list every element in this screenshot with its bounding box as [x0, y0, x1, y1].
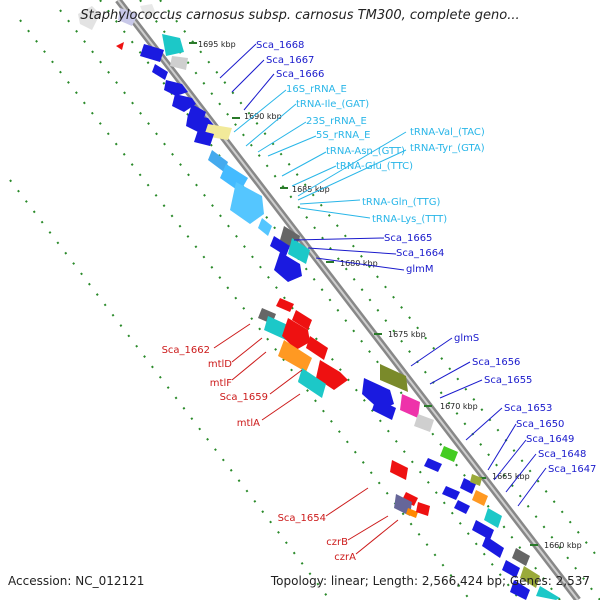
tick-label: 1670 kbp	[440, 402, 478, 411]
gene-label: Sca_1668	[256, 40, 304, 51]
gene-label: mtlF	[210, 378, 232, 389]
gene-label: Sca_1662	[162, 345, 210, 356]
tick-label: 1695 kbp	[198, 40, 236, 49]
tick-label: 1675 kbp	[388, 330, 426, 339]
gene-label: Sca_1653	[504, 403, 552, 414]
gene-label: Sca_1666	[276, 69, 324, 80]
labels-rna: 16S_rRNA_E tRNA-Ile_(GAT) 23S_rRNA_E 5S_…	[286, 84, 485, 225]
map-title: Staphylococcus carnosus subsp. carnosus …	[80, 8, 520, 23]
gene-label: Sca_1655	[484, 375, 532, 386]
gene-label: Sca_1648	[538, 449, 586, 460]
gene-label: tRNA-Ile_(GAT)	[296, 99, 369, 110]
gene-features-top	[78, 4, 310, 282]
tick-label: 1690 kbp	[244, 112, 282, 121]
tick-label: 1660 kbp	[544, 541, 582, 550]
gene-label: 5S_rRNA_E	[316, 130, 370, 141]
gene-label: czrA	[334, 552, 356, 563]
gene-label: Sca_1649	[526, 434, 574, 445]
gene-label: tRNA-Asn_(GTT)	[326, 146, 405, 157]
kbp-labels: 1695 kbp 1690 kbp 1685 kbp 1680 kbp 1675…	[198, 40, 582, 550]
gene-label: Sca_1667	[266, 55, 314, 66]
gene-label: mtlD	[208, 359, 232, 370]
gene-label: tRNA-Gln_(TTG)	[362, 197, 441, 208]
tick-label: 1685 kbp	[292, 185, 330, 194]
leader-lines-red	[213, 323, 399, 555]
start-marker-icon	[116, 42, 124, 50]
labels-top-right: Sca_1668 Sca_1667 Sca_1666	[256, 40, 324, 80]
gene-label: tRNA-Lys_(TTT)	[372, 214, 447, 225]
gene-label: Sca_1647	[548, 464, 596, 475]
gene-label: 23S_rRNA_E	[306, 116, 367, 127]
leader-lines-blue	[219, 43, 547, 507]
chromosome-backbone	[115, 0, 581, 600]
gene-label: glmM	[406, 264, 434, 275]
gene-label: Sca_1664	[396, 248, 444, 259]
gene-features-mtl	[258, 298, 348, 398]
gene-label: Sca_1656	[472, 357, 520, 368]
gene-label: Sca_1665	[384, 233, 432, 244]
labels-lower-right: glmS Sca_1656 Sca_1655 Sca_1653 Sca_1650…	[454, 333, 596, 475]
tick-label: 1665 kbp	[492, 472, 530, 481]
gene-label: 16S_rRNA_E	[286, 84, 347, 95]
gene-features-lower	[362, 364, 560, 600]
gene-label: tRNA-Tyr_(GTA)	[410, 143, 485, 154]
gene-label: mtlA	[237, 418, 260, 429]
gene-label: Sca_1650	[516, 419, 564, 430]
gene-label: tRNA-Val_(TAC)	[410, 127, 485, 138]
gene-label: tRNA-Glu_(TTC)	[336, 161, 413, 172]
gene-label: czrB	[326, 537, 348, 548]
labels-mid-right: Sca_1665 Sca_1664 glmM	[384, 233, 444, 275]
gene-label: glmS	[454, 333, 479, 344]
topology-text: Topology: linear; Length: 2,566,424 bp; …	[270, 574, 590, 588]
gene-label: Sca_1654	[278, 513, 326, 524]
accession-text: Accession: NC_012121	[8, 574, 145, 588]
labels-left: Sca_1662 mtlD mtlF Sca_1659 mtlA Sca_165…	[162, 345, 357, 563]
leader-lines-rna	[233, 89, 407, 219]
gene-label: Sca_1659	[220, 392, 268, 403]
